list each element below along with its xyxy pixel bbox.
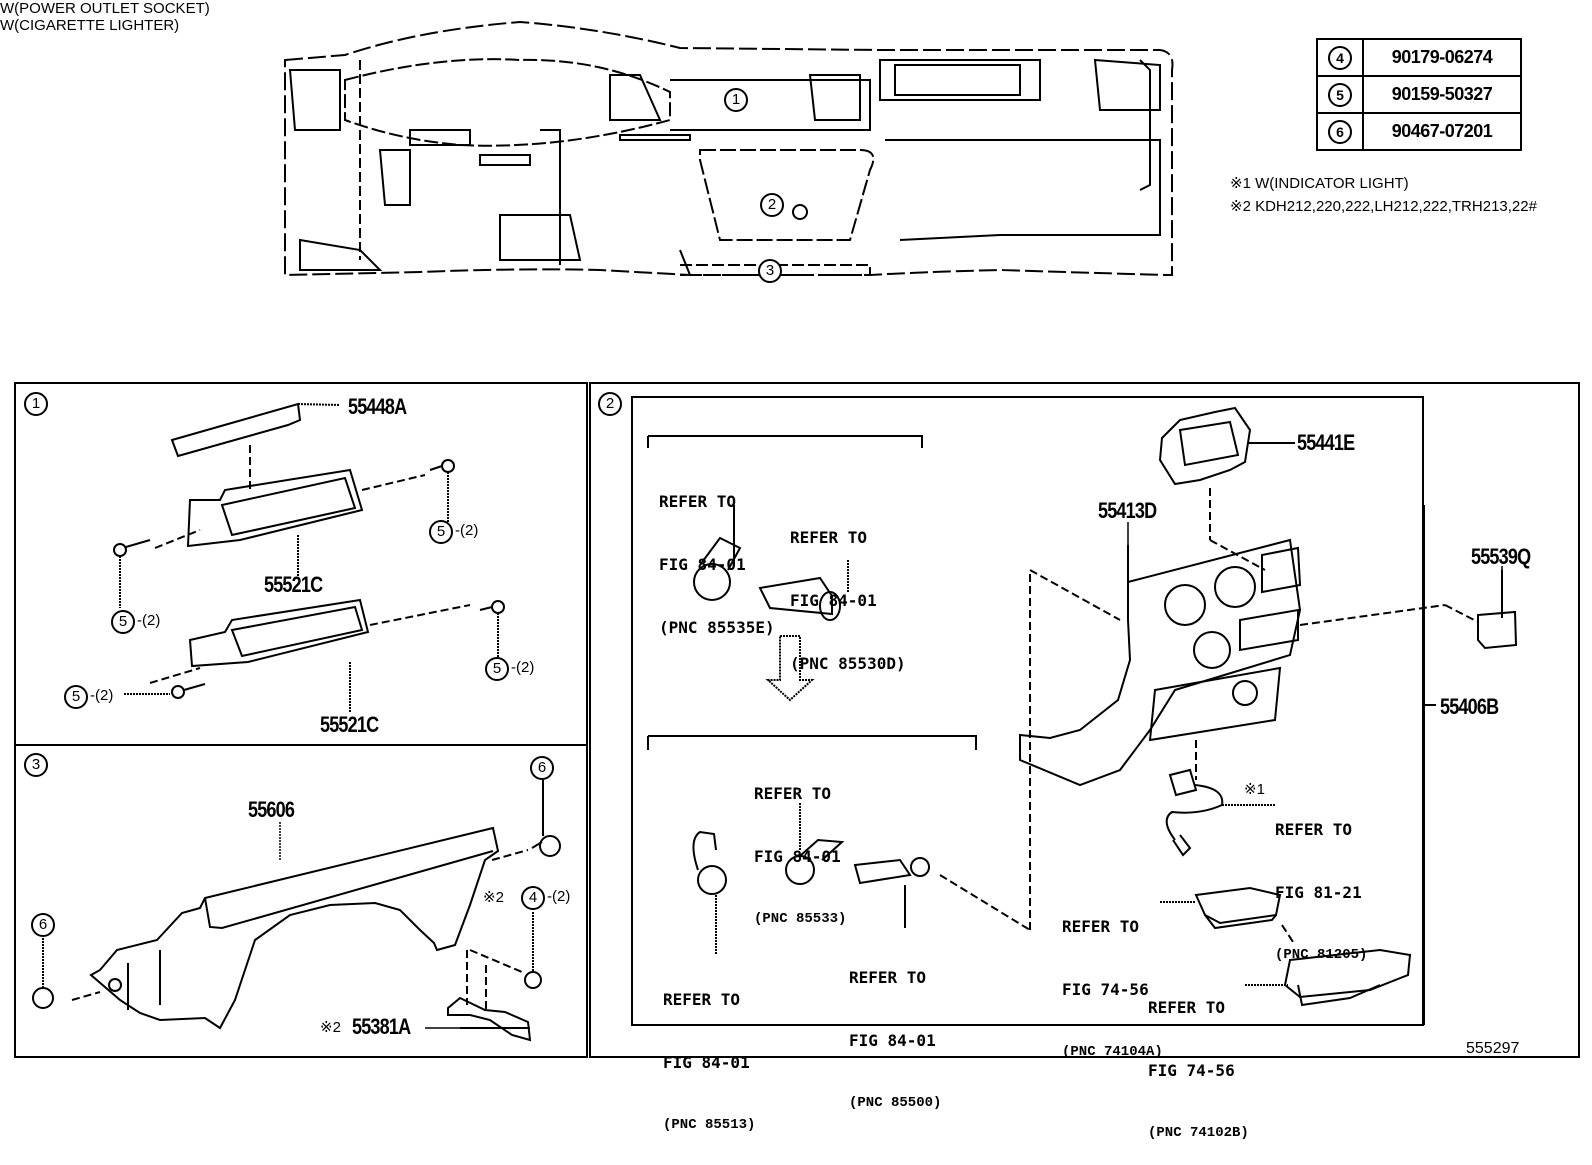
ref-line: FIG 74-56 bbox=[1148, 1061, 1235, 1080]
clip-callout[interactable]: 6 bbox=[31, 913, 55, 937]
panel-1-drawing bbox=[113, 402, 505, 712]
ref-line: (PNC 74104A) bbox=[1062, 1044, 1163, 1060]
ref-line: REFER TO bbox=[1275, 820, 1353, 839]
indicator-light-ref[interactable]: REFER TO FIG 81-21 (PNC 81205) bbox=[1275, 777, 1367, 987]
ref-line: REFER TO bbox=[790, 528, 868, 547]
line-art-layer bbox=[14, 20, 1580, 1058]
hardware-row: 6 90467-07201 bbox=[1316, 112, 1522, 151]
power-outlet-ref-2[interactable]: REFER TO FIG 84-01 (PNC 85530D) bbox=[790, 485, 906, 695]
nut-quantity: -(2) bbox=[547, 888, 571, 905]
part-55441E[interactable]: 55441E bbox=[1297, 430, 1355, 455]
part-55406B[interactable]: 55406B bbox=[1440, 694, 1499, 719]
screw-callout[interactable]: 5 bbox=[429, 520, 453, 544]
part-55521C-lower[interactable]: 55521C bbox=[320, 712, 379, 737]
part-55413D[interactable]: 55413D bbox=[1098, 498, 1157, 523]
ref-line: (PNC 85533) bbox=[754, 911, 847, 927]
ref-line: REFER TO bbox=[1062, 917, 1140, 936]
part-55539Q[interactable]: 55539Q bbox=[1471, 544, 1531, 569]
note-model-applicability: ※2 KDH212,220,222,LH212,222,TRH213,22# bbox=[1230, 198, 1537, 215]
cig-lighter-ref-85500[interactable]: REFER TO FIG 84-01 (PNC 85500) bbox=[849, 925, 941, 1135]
ref-line: (PNC 81205) bbox=[1275, 947, 1368, 963]
panel-2-frame bbox=[589, 382, 1580, 1058]
overview-callout-2[interactable]: 2 bbox=[760, 193, 784, 217]
ref-line: FIG 84-01 bbox=[790, 591, 877, 610]
ref-line: REFER TO bbox=[1148, 998, 1226, 1017]
nut-condition-mark: ※2 bbox=[483, 889, 504, 906]
panel-2-drawing bbox=[647, 406, 1518, 1025]
illustration-number: 555297 bbox=[1466, 1040, 1520, 1057]
clip-callout[interactable]: 6 bbox=[530, 756, 554, 780]
hardware-part-number[interactable]: 90467-07201 bbox=[1362, 112, 1522, 151]
screw-callout[interactable]: 5 bbox=[64, 685, 88, 709]
hardware-part-number[interactable]: 90159-50327 bbox=[1362, 75, 1522, 114]
cig-lighter-ref-85513[interactable]: REFER TO FIG 84-01 (PNC 85513) bbox=[663, 947, 755, 1157]
ref-line: FIG 84-01 bbox=[754, 847, 841, 866]
part-55381A[interactable]: 55381A bbox=[352, 1014, 411, 1039]
screw-callout[interactable]: 5 bbox=[485, 657, 509, 681]
hardware-row: 5 90159-50327 bbox=[1316, 75, 1522, 114]
tray-ref-74104A[interactable]: REFER TO FIG 74-56 (PNC 74104A) bbox=[1062, 874, 1163, 1084]
hardware-part-number[interactable]: 90179-06274 bbox=[1362, 38, 1522, 77]
overview-callout-3[interactable]: 3 bbox=[758, 259, 782, 283]
callout-ref-number: 4 bbox=[1328, 45, 1352, 70]
cig-lighter-ref-85533[interactable]: REFER TO FIG 84-01 (PNC 85533) bbox=[754, 741, 846, 951]
ref-line: (PNC 85530D) bbox=[790, 654, 906, 673]
ref-line: (PNC 85535E) bbox=[659, 618, 775, 637]
screw-quantity: -(2) bbox=[455, 522, 479, 539]
ref-line: REFER TO bbox=[659, 492, 737, 511]
ref-line: REFER TO bbox=[849, 968, 927, 987]
ref-line: FIG 84-01 bbox=[659, 555, 746, 574]
callout-ref-number: 5 bbox=[1328, 82, 1352, 107]
panel-2-label: 2 bbox=[598, 392, 622, 416]
screw-quantity: -(2) bbox=[90, 687, 114, 704]
ref-line: (PNC 74102B) bbox=[1148, 1125, 1249, 1141]
ref-line: FIG 81-21 bbox=[1275, 883, 1362, 902]
ref-line: FIG 84-01 bbox=[849, 1031, 936, 1050]
ref-line: FIG 74-56 bbox=[1062, 980, 1149, 999]
tray-ref-74102B[interactable]: REFER TO FIG 74-56 (PNC 74102B) bbox=[1148, 955, 1249, 1165]
ref-line: REFER TO bbox=[663, 990, 741, 1009]
callout-ref-number: 6 bbox=[1328, 119, 1352, 144]
screw-callout[interactable]: 5 bbox=[111, 610, 135, 634]
indicator-condition-mark: ※1 bbox=[1244, 781, 1265, 798]
panel-3-label: 3 bbox=[24, 753, 48, 777]
ref-line: FIG 84-01 bbox=[663, 1053, 750, 1072]
note-indicator-light: ※1 W(INDICATOR LIGHT) bbox=[1230, 175, 1409, 192]
part-55606[interactable]: 55606 bbox=[248, 797, 295, 822]
bracket-condition-mark: ※2 bbox=[320, 1019, 341, 1036]
screw-quantity: -(2) bbox=[511, 659, 535, 676]
ref-line: REFER TO bbox=[754, 784, 832, 803]
power-outlet-ref-1[interactable]: REFER TO FIG 84-01 (PNC 85535E) bbox=[659, 449, 775, 659]
ref-line: (PNC 85513) bbox=[663, 1117, 756, 1133]
hardware-row: 4 90179-06274 bbox=[1316, 38, 1522, 77]
screw-quantity: -(2) bbox=[137, 612, 161, 629]
ref-line: (PNC 85500) bbox=[849, 1095, 942, 1111]
cigarette-lighter-header: W(CIGARETTE LIGHTER) bbox=[0, 17, 180, 34]
hardware-part-table: 4 90179-06274 5 90159-50327 6 90467-0720… bbox=[1316, 38, 1522, 151]
overview-callout-1[interactable]: 1 bbox=[724, 88, 748, 112]
dashboard-overview-drawing bbox=[284, 20, 1174, 277]
panel-3-drawing bbox=[32, 780, 561, 1042]
panel-3-frame bbox=[14, 744, 588, 1058]
part-55521C-upper[interactable]: 55521C bbox=[264, 572, 323, 597]
nut-callout[interactable]: 4 bbox=[521, 886, 545, 910]
panel-1-label: 1 bbox=[24, 392, 48, 416]
power-outlet-header: W(POWER OUTLET SOCKET) bbox=[0, 0, 210, 17]
part-55448A[interactable]: 55448A bbox=[348, 394, 407, 419]
